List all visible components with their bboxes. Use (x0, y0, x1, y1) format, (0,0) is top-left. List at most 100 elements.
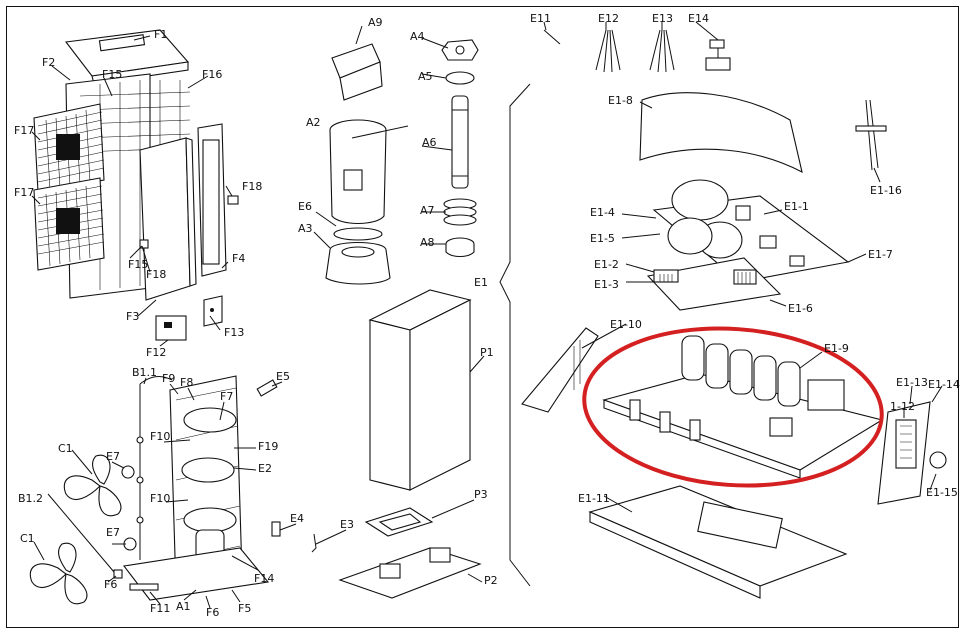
label-F8: F8 (180, 376, 193, 389)
sensor-E5 (256, 379, 278, 397)
label-B1.1: B1.1 (132, 366, 157, 379)
bracket-F12 (155, 315, 187, 341)
group-bracket-E1 (499, 83, 531, 587)
label-F4: F4 (232, 252, 245, 265)
label-F2: F2 (42, 56, 55, 69)
label-F3: F3 (126, 310, 139, 323)
bracket-E1-10 (521, 327, 599, 413)
label-E13: E13 (652, 12, 673, 25)
label-E1-7: E1-7 (868, 248, 893, 261)
label-F12: F12 (146, 346, 166, 359)
front-panel-F3 (139, 137, 197, 301)
label-E1-9: E1-9 (824, 342, 849, 355)
part-labels: F1 F2 F15 F16 F17 F17 F18 F15 F18 F4 F3 … (14, 12, 960, 619)
label-F19: F19 (258, 440, 278, 453)
label-A7: A7 (420, 204, 435, 217)
label-F1: F1 (154, 28, 167, 41)
board-lower-E1-2 (646, 257, 782, 311)
label-E1-15: E1-15 (926, 486, 958, 499)
bracket-F13 (203, 295, 223, 327)
shaft-A6 (451, 95, 469, 189)
label-E1-6: E1-6 (788, 302, 813, 315)
label-E2: E2 (258, 462, 272, 475)
label-P1: P1 (480, 346, 494, 359)
label-F15: F15 (128, 258, 148, 271)
nut-A4 (441, 39, 479, 61)
fan-blade-C1-bottom (29, 537, 137, 605)
top-panel-F1 (64, 29, 190, 85)
label-E1-14: E1-14 (928, 378, 960, 391)
label-F18: F18 (242, 180, 262, 193)
label-E1-10: E1-10 (610, 318, 642, 331)
label-1-12: 1-12 (890, 400, 915, 413)
label-F17: F17 (14, 186, 34, 199)
sensor-E3 (311, 533, 317, 553)
label-E11: E11 (530, 12, 551, 25)
label-E14: E14 (688, 12, 709, 25)
compressor-A2 (329, 119, 387, 225)
label-E1-13: E1-13 (896, 376, 928, 389)
label-F14: F14 (254, 572, 274, 585)
wire-E11 (543, 29, 561, 45)
cable-E1-16 (855, 99, 887, 171)
label-F9: F9 (162, 372, 175, 385)
label-E1-8: E1-8 (608, 94, 633, 107)
label-E1-1: E1-1 (784, 200, 809, 213)
chassis-assembly (123, 375, 270, 601)
label-P3: P3 (474, 488, 488, 501)
grommet-A8 (445, 237, 475, 258)
label-A5: A5 (418, 70, 433, 83)
label-F10: F10 (150, 430, 170, 443)
label-B1.2: B1.2 (18, 492, 43, 505)
label-F6: F6 (104, 578, 117, 591)
packing-base-P2 (338, 547, 482, 599)
packing-P3 (364, 507, 434, 537)
nut-B1.2 (113, 569, 123, 579)
label-E6: E6 (298, 200, 312, 213)
label-F7: F7 (220, 390, 233, 403)
board-upper-E1-1 (652, 179, 850, 283)
label-E1-3: E1-3 (594, 278, 619, 291)
label-F16: F16 (202, 68, 222, 81)
label-E1-16: E1-16 (870, 184, 902, 197)
label-C1: C1 (20, 532, 35, 545)
label-A1: A1 (176, 600, 191, 613)
label-E1-11: E1-11 (578, 492, 610, 505)
fan-grille-F17-top (33, 103, 105, 193)
label-F15: F15 (102, 68, 122, 81)
label-A9: A9 (368, 16, 383, 29)
ring-E6 (333, 227, 383, 241)
label-E1-2: E1-2 (594, 258, 619, 271)
label-E1: E1 (474, 276, 488, 289)
side-panel-F4 (197, 123, 227, 277)
fan-blade-C1-top (63, 454, 135, 517)
label-E12: E12 (598, 12, 619, 25)
label-E7: E7 (106, 450, 120, 463)
sensor-E4 (271, 521, 281, 537)
label-F5: F5 (238, 602, 251, 615)
spring-A7 (443, 198, 477, 226)
label-E3: E3 (340, 518, 354, 531)
label-F11: F11 (150, 602, 170, 615)
wire-harness-E13 (649, 29, 675, 73)
label-A8: A8 (420, 236, 435, 249)
clip-F18 (227, 195, 239, 205)
wire-harness-E12 (595, 29, 621, 73)
label-F18: F18 (146, 268, 166, 281)
label-E4: E4 (290, 512, 304, 525)
label-F6: F6 (206, 606, 219, 619)
label-E1-4: E1-4 (590, 206, 615, 219)
label-C1: C1 (58, 442, 73, 455)
sensor-E14 (705, 39, 731, 71)
base-A3 (325, 242, 391, 285)
clip-F18-b (139, 239, 149, 249)
label-F10: F10 (150, 492, 170, 505)
label-E1-5: E1-5 (590, 232, 615, 245)
highlight-ellipse (582, 326, 884, 488)
label-A2: A2 (306, 116, 321, 129)
main-board-E1-9 (602, 335, 884, 479)
label-A6: A6 (422, 136, 437, 149)
label-A4: A4 (410, 30, 425, 43)
label-E5: E5 (276, 370, 290, 383)
